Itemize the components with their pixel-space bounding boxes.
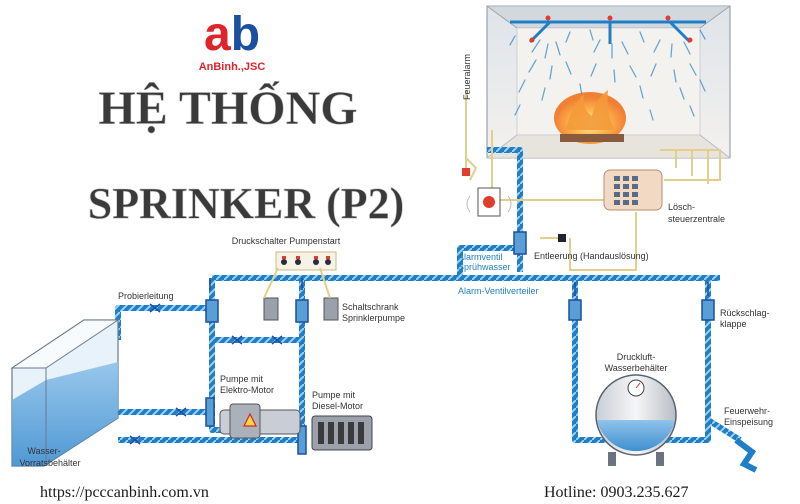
logo-name: AnBinh.,JSC xyxy=(199,61,266,73)
company-logo: ab AnBinh.,JSC xyxy=(199,8,266,73)
valves xyxy=(129,231,715,455)
label-ruckschlag-1: Rückschlag- xyxy=(720,308,770,318)
label-pumpe-elektro-1: Pumpe mit xyxy=(220,374,264,384)
label-pumpe-elektro-2: Elektro-Motor xyxy=(220,385,274,395)
label-druckschalter: Druckschalter Pumpenstart xyxy=(232,236,341,246)
footer-website: https://pcccanbinh.com.vn xyxy=(40,484,209,501)
label-entleerung: Entleerung (Handauslösung) xyxy=(534,251,649,261)
control-wiring xyxy=(263,90,721,299)
title-line-2: SPRINKER (P2) xyxy=(88,179,405,228)
label-feueralarm: Feueralarm xyxy=(462,54,472,100)
label-alarm-ventilverteiler: Alarm-Ventilverteiler xyxy=(458,286,539,296)
title-line-1: HỆ THỐNG xyxy=(98,80,357,135)
label-losch-2: steuerzentrale xyxy=(668,214,725,224)
label-feuerwehr-2: Einspeisung xyxy=(724,417,773,427)
control-center-box xyxy=(603,169,663,211)
warning-icon xyxy=(243,412,257,427)
compressed-air-water-tank xyxy=(595,374,677,466)
electric-pump xyxy=(219,403,301,439)
label-pumpe-diesel-1: Pumpe mit xyxy=(312,390,356,400)
pipe-network xyxy=(115,147,742,443)
label-feuerwehr-1: Feuerwehr- xyxy=(724,406,770,416)
label-pumpe-diesel-2: Diesel-Motor xyxy=(312,401,363,411)
diesel-pump xyxy=(311,415,373,451)
label-druckluft-2: Wasserbehälter xyxy=(605,363,668,373)
label-schaltschrank-1: Schaltschrank xyxy=(342,302,399,312)
label-druckluft-1: Druckluft- xyxy=(617,352,656,362)
fire-icon xyxy=(554,90,626,144)
label-wasser-2: Vorratsbehälter xyxy=(19,458,80,468)
label-losch-1: Lösch- xyxy=(668,202,695,212)
pressure-switches xyxy=(275,251,337,271)
logo-letters: ab xyxy=(204,8,260,61)
label-schaltschrank-2: Sprinklerpumpe xyxy=(342,313,405,323)
label-ruckschlag-2: klappe xyxy=(720,319,747,329)
drain-valve-box xyxy=(558,234,566,242)
label-probierleitung: Probierleitung xyxy=(118,291,174,301)
label-alarmventil: Alarmventil xyxy=(458,252,503,262)
fire-brigade-inlet xyxy=(734,437,758,473)
water-supply-tank xyxy=(10,319,120,467)
fire-alarm-bell xyxy=(462,100,512,217)
control-cabinets xyxy=(263,297,339,321)
label-wasser-1: Wasser- xyxy=(27,446,60,456)
footer-hotline: Hotline: 0903.235.627 xyxy=(544,484,688,501)
label-spruhwasser: Sprühwasser xyxy=(458,262,511,272)
protected-room xyxy=(485,5,732,159)
